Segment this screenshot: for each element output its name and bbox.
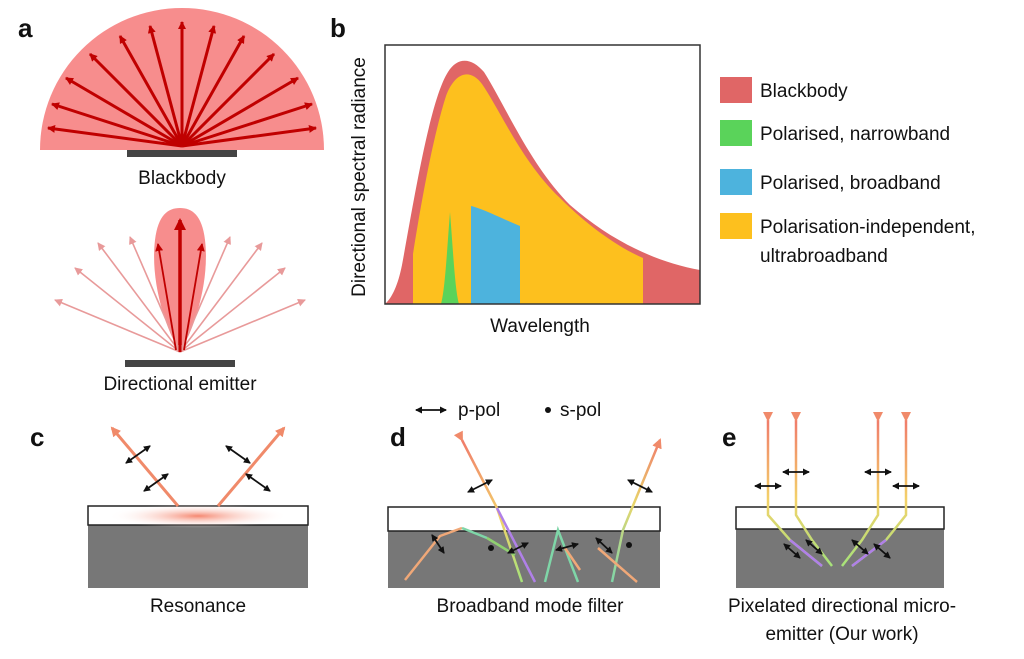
mode-filter-caption: Broadband mode filter (437, 596, 625, 617)
legend-label-ultrabroadband: Polarisation-independent, (760, 217, 976, 238)
blackbody-caption: Blackbody (138, 168, 226, 189)
p-pol-arrows (125, 445, 271, 492)
broadband-area (471, 206, 520, 304)
panel-c: c Resonance (30, 422, 309, 617)
panel-e: e Pixelated directional micro- emitter (… (722, 412, 956, 645)
legend-label-blackbody: Blackbody (760, 81, 848, 102)
legend-label-narrowband: Polarised, narrowband (760, 124, 950, 145)
dot-icon (545, 407, 551, 413)
s-pol-dots (488, 542, 632, 551)
p-pol-arrows (754, 468, 920, 559)
legend-label-broadband: Polarised, broadband (760, 173, 941, 194)
legend-label-ultrabroadband-2: ultrabroadband (760, 246, 888, 267)
blackbody-arrows (47, 21, 317, 148)
legend-swatch-broadband (720, 169, 752, 195)
thin-film (387, 506, 661, 532)
panel-label-c: c (30, 422, 44, 452)
panel-a: a Blackbody (18, 8, 324, 395)
panel-d: d p-pol s-pol (387, 400, 662, 617)
micro-emitter-caption-2: emitter (Our work) (765, 624, 918, 645)
panel-b: b Directional spectral radiance Waveleng… (330, 13, 976, 337)
panel-label-a: a (18, 13, 33, 43)
panel-label-b: b (330, 13, 346, 43)
panel-label-d: d (390, 422, 406, 452)
emission-beams (110, 426, 286, 507)
blackbody-bar (127, 150, 237, 157)
substrate (88, 524, 308, 588)
resonance-caption: Resonance (150, 596, 246, 617)
narrowband-peak (441, 212, 459, 304)
substrate (736, 528, 944, 588)
x-axis-label: Wavelength (490, 316, 590, 337)
y-axis-label: Directional spectral radiance (349, 57, 370, 297)
ppol-label: p-pol (458, 400, 500, 421)
legend-swatch-ultrabroadband (720, 213, 752, 239)
emitter-bar (125, 360, 235, 367)
panel-label-e: e (722, 422, 736, 452)
legend-swatch-narrowband (720, 120, 752, 146)
micro-emitter-caption-1: Pixelated directional micro- (728, 596, 956, 617)
thin-film (735, 506, 945, 530)
legend: Blackbody Polarised, narrowband Polarise… (720, 77, 976, 267)
ultrabroadband-area (413, 74, 643, 305)
spol-label: s-pol (560, 400, 601, 421)
plot-frame (384, 44, 701, 305)
resonance-glow (108, 504, 288, 528)
emitter-caption: Directional emitter (103, 374, 257, 395)
emitter-faint-arrows (54, 236, 306, 353)
p-pol-arrows (431, 479, 653, 554)
emitter-strong-arrows (155, 218, 205, 352)
legend-swatch-blackbody (720, 77, 752, 103)
